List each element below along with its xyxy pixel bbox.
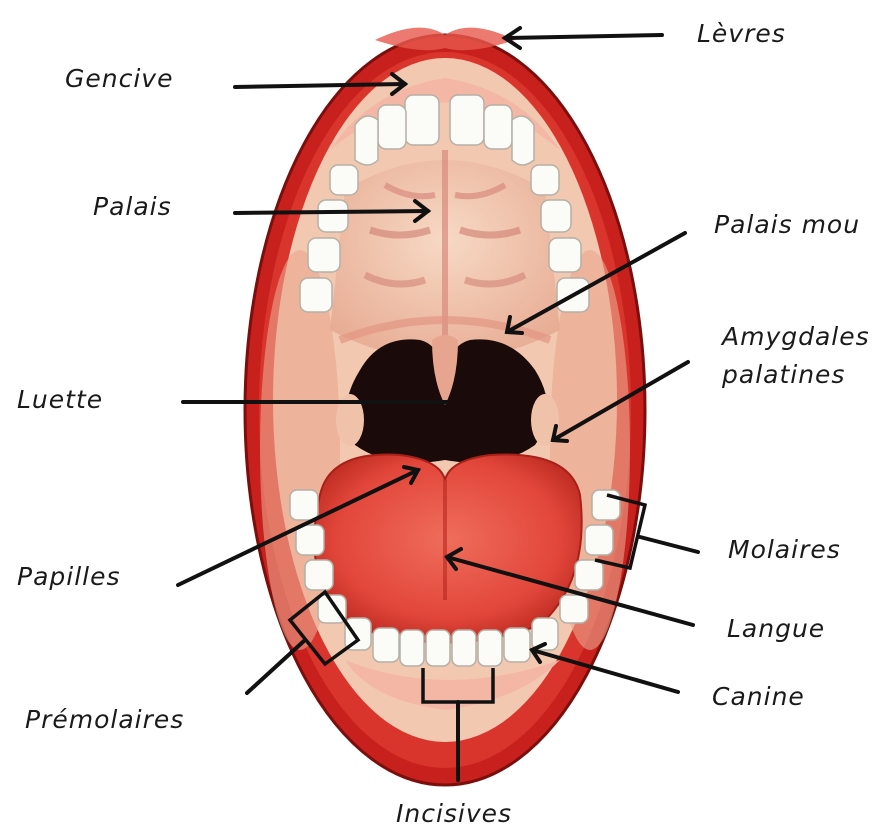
label-incisives: Incisives — [396, 799, 512, 828]
label-premolaires: Prémolaires — [25, 705, 184, 734]
label-papilles: Papilles — [17, 562, 121, 591]
label-amygdales: Amygdales — [720, 322, 870, 351]
label-palatines: palatines — [721, 360, 845, 389]
label-langue: Langue — [727, 614, 825, 643]
label-luette: Luette — [17, 385, 103, 414]
label-gencive: Gencive — [65, 64, 173, 93]
label-levres: Lèvres — [697, 19, 786, 48]
label-palais-mou: Palais mou — [714, 210, 860, 239]
tongue — [314, 455, 581, 643]
label-palais: Palais — [93, 192, 172, 221]
palate — [330, 150, 560, 360]
label-canine: Canine — [712, 682, 805, 711]
label-molaires: Molaires — [728, 535, 841, 564]
